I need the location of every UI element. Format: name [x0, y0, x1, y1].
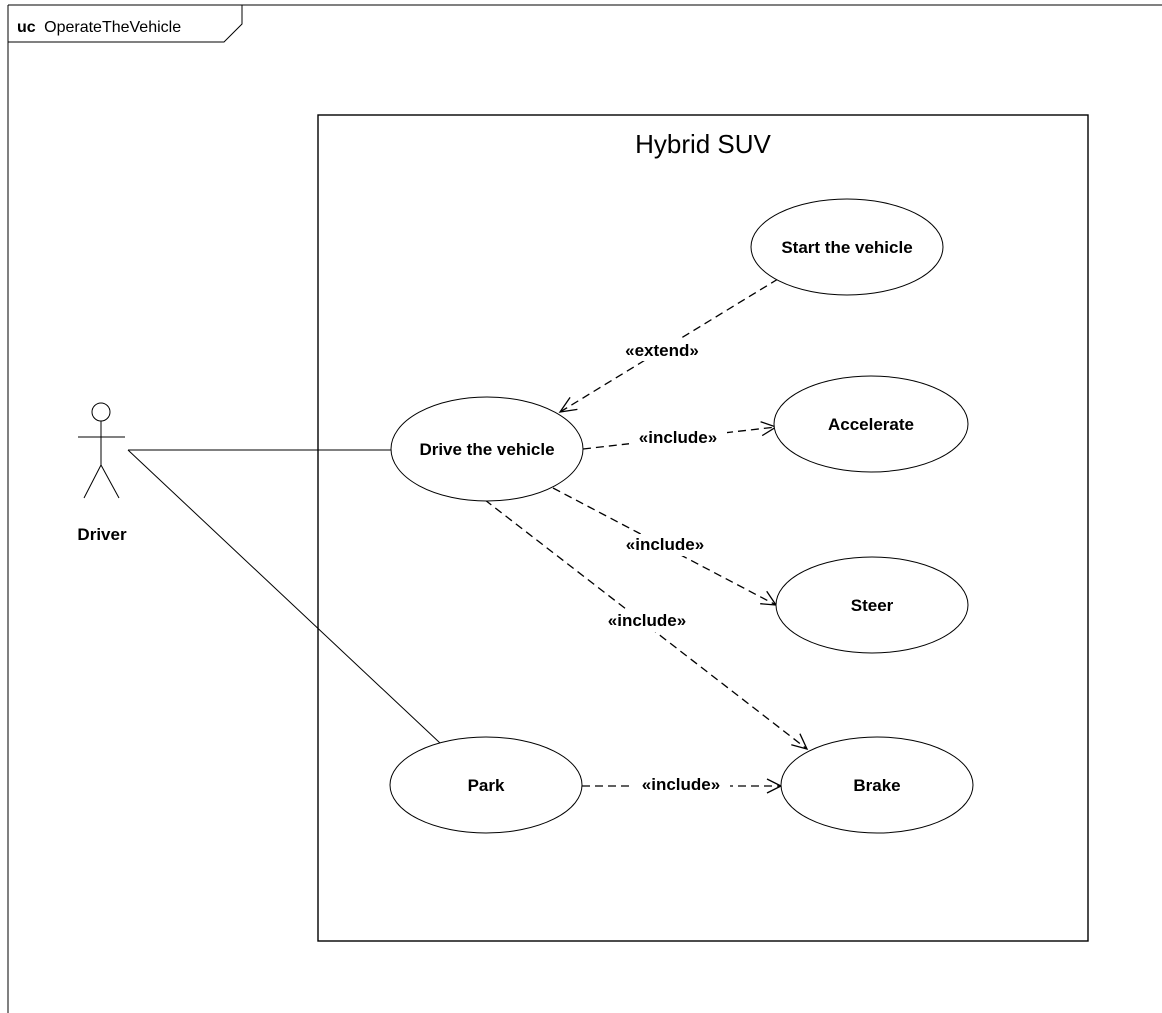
use-case-accelerate[interactable]: Accelerate	[773, 375, 969, 473]
use-case-drive-vehicle[interactable]: Drive the vehicle	[390, 396, 584, 502]
frame-keyword: uc	[17, 19, 36, 36]
diagram-frame: uc OperateTheVehicle	[7, 4, 1162, 1013]
association-driver-park	[127, 449, 441, 744]
include-steer-label: «include»	[626, 535, 704, 554]
actor-driver[interactable]	[78, 402, 125, 499]
relationship-labels: «extend» «include» «include» «include» «…	[598, 339, 730, 796]
frame-name: OperateTheVehicle	[44, 19, 181, 36]
extend-arrowhead	[558, 397, 578, 413]
use-case-brake[interactable]: Brake	[780, 736, 974, 834]
actor-name: Driver	[77, 525, 127, 544]
include-brake-line	[484, 499, 808, 750]
include-accelerate-label: «include»	[639, 428, 717, 447]
use-case-label: Brake	[853, 776, 900, 795]
include-brake-label: «include»	[608, 611, 686, 630]
actor-head	[91, 402, 111, 422]
use-case-label: Start the vehicle	[781, 238, 912, 257]
subject-boundary: Hybrid SUV	[317, 114, 1089, 942]
include-brake-arrowhead	[791, 733, 809, 750]
use-case-steer[interactable]: Steer	[775, 556, 969, 654]
include-steer-line	[552, 487, 777, 606]
use-case-label: Steer	[851, 596, 894, 615]
subject-title: Hybrid SUV	[635, 129, 771, 159]
svg-text:uc OperateTheVehicle: uc OperateTheVehicle	[17, 19, 181, 36]
extend-label: «extend»	[625, 341, 699, 360]
use-case-start-vehicle[interactable]: Start the vehicle	[750, 198, 944, 296]
actor-left-leg	[83, 464, 102, 499]
use-case-label: Accelerate	[828, 415, 914, 434]
use-case-label: Drive the vehicle	[419, 440, 554, 459]
include-park-brake-label: «include»	[642, 775, 720, 794]
actor-right-leg	[100, 464, 120, 499]
use-case-park[interactable]: Park	[389, 736, 583, 834]
frame-name-tab	[8, 5, 243, 43]
extend-line	[559, 278, 779, 413]
use-case-label: Park	[468, 776, 505, 795]
